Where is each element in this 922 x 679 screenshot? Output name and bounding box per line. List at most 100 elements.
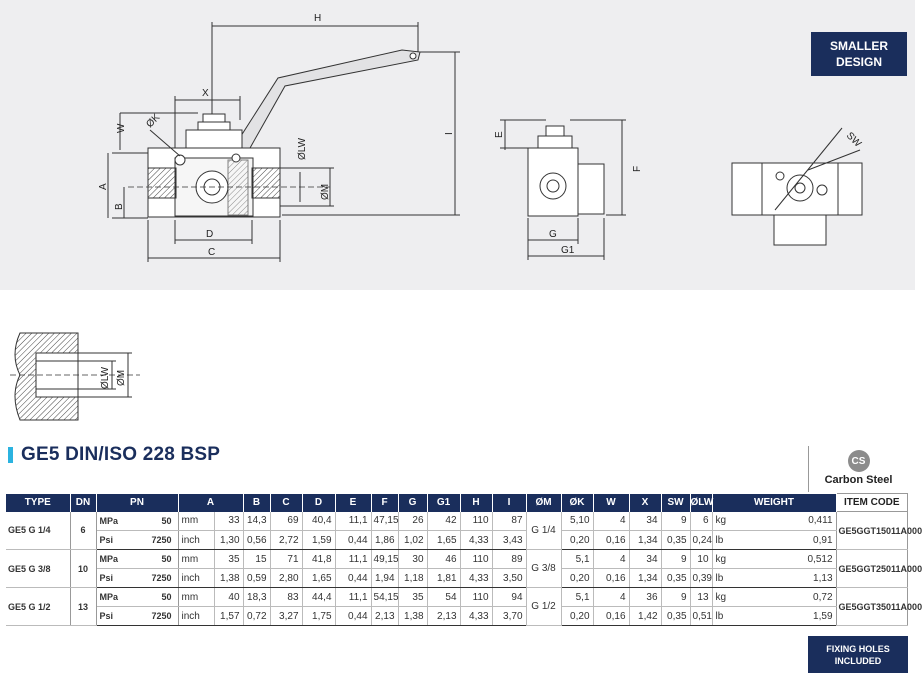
dimension-value-cell: 1,38 — [214, 568, 244, 588]
dimension-value-cell: 89 — [492, 549, 527, 569]
dimension-value-cell: 5,10 — [561, 511, 594, 531]
weight-unit-cell: lb — [712, 530, 742, 550]
thread-size-cell: G 1/2 — [526, 587, 562, 626]
dim-label-sw: SW — [844, 130, 864, 150]
dim-label-i: I — [444, 132, 455, 135]
dimension-value-cell: 4 — [593, 587, 630, 607]
thread-size-cell: G 1/4 — [526, 511, 562, 550]
dimension-value-cell: 3,70 — [492, 606, 527, 626]
dim-label-x: X — [202, 88, 209, 99]
dimension-value-cell: 46 — [427, 549, 461, 569]
dimension-value-cell: 35 — [214, 549, 244, 569]
header-k: ØK — [561, 493, 594, 512]
dimension-value-cell: 1,65 — [302, 568, 336, 588]
dim-label-k: ØK — [144, 112, 162, 130]
dimension-value-cell: 34 — [629, 549, 662, 569]
fixing-holes-badge: FIXING HOLES INCLUDED — [808, 636, 908, 673]
dimension-value-cell: 0,35 — [661, 530, 691, 550]
dim-label-g1: G1 — [561, 245, 575, 256]
pn-value-cell: 50 — [138, 587, 179, 607]
dimension-value-cell: 4 — [593, 511, 630, 531]
dimension-value-cell: 33 — [214, 511, 244, 531]
header-g1: G1 — [427, 493, 461, 512]
dimension-value-cell: 2,72 — [270, 530, 303, 550]
dimension-value-cell: 0,35 — [661, 568, 691, 588]
header-f: F — [371, 493, 399, 512]
dimension-value-cell: 42 — [427, 511, 461, 531]
dimension-value-cell: 1,02 — [398, 530, 428, 550]
item-code-cell: GE5GGT15011A000 — [835, 511, 922, 550]
header-b: B — [243, 493, 271, 512]
dimension-value-cell: 11,1 — [335, 511, 372, 531]
dimension-value-cell: 13 — [690, 587, 713, 607]
dimension-value-cell: 40,4 — [302, 511, 336, 531]
type-cell: GE5 G 1/2 — [6, 587, 71, 626]
weight-value-cell: 0,512 — [741, 549, 837, 569]
header-w: W — [593, 493, 630, 512]
carbon-steel-icon: CS — [847, 450, 870, 472]
dim-label-c: C — [208, 247, 215, 258]
dimension-value-cell: 0,44 — [335, 530, 372, 550]
dimension-value-cell: 4,33 — [460, 568, 493, 588]
dim-label-g: G — [549, 229, 557, 240]
weight-unit-cell: kg — [712, 511, 742, 531]
header-x: X — [629, 493, 662, 512]
dimension-value-cell: 41,8 — [302, 549, 336, 569]
dimension-value-cell: 15 — [243, 549, 271, 569]
dimension-value-cell: 69 — [270, 511, 303, 531]
header-i: I — [492, 493, 527, 512]
dimension-value-cell: 1,57 — [214, 606, 244, 626]
pn-unit-cell: Psi — [96, 530, 138, 550]
dimension-value-cell: 0,20 — [561, 606, 594, 626]
pn-unit-cell: Psi — [96, 606, 138, 626]
dimension-value-cell: 2,80 — [270, 568, 303, 588]
dimension-value-cell: 4,33 — [460, 606, 493, 626]
weight-unit-cell: kg — [712, 549, 742, 569]
dimension-value-cell: 10 — [690, 549, 713, 569]
dimension-value-cell: 1,34 — [629, 568, 662, 588]
dimension-value-cell: 4 — [593, 549, 630, 569]
header-pn: PN — [96, 493, 179, 512]
dimension-value-cell: 1,34 — [629, 530, 662, 550]
weight-value-cell: 1,59 — [741, 606, 837, 626]
pn-value-cell: 7250 — [138, 606, 179, 626]
dimension-value-cell: 0,35 — [661, 606, 691, 626]
dimension-unit-cell: mm — [178, 549, 215, 569]
dimension-unit-cell: mm — [178, 587, 215, 607]
dimension-value-cell: 71 — [270, 549, 303, 569]
dimension-value-cell: 110 — [460, 511, 493, 531]
weight-unit-cell: kg — [712, 587, 742, 607]
dimension-value-cell: 49,15 — [371, 549, 399, 569]
dimension-value-cell: 34 — [629, 511, 662, 531]
weight-value-cell: 0,91 — [741, 530, 837, 550]
pn-unit-cell: MPa — [96, 549, 138, 569]
dimension-value-cell: 14,3 — [243, 511, 271, 531]
dimension-value-cell: 30 — [398, 549, 428, 569]
dimension-value-cell: 1,65 — [427, 530, 461, 550]
dimension-value-cell: 54,15 — [371, 587, 399, 607]
dimension-value-cell: 83 — [270, 587, 303, 607]
header-e: E — [335, 493, 372, 512]
title-accent-bar — [8, 447, 13, 463]
dimension-value-cell: 9 — [661, 511, 691, 531]
header-weight: WEIGHT — [712, 493, 837, 512]
item-code-cell: GE5GGT25011A000 — [835, 549, 922, 588]
port-label-m: ØM — [116, 370, 127, 386]
dim-label-d: D — [206, 229, 213, 240]
dimension-value-cell: 1,18 — [398, 568, 428, 588]
dim-label-lw: ØLW — [297, 137, 308, 160]
dimension-value-cell: 0,16 — [593, 568, 630, 588]
header-h: H — [460, 493, 493, 512]
dimension-value-cell: 44,4 — [302, 587, 336, 607]
valve-drawing: H X W ØK A B D C ØLW ØM I E F G G1 SW — [98, 13, 864, 262]
dimension-value-cell: 1,42 — [629, 606, 662, 626]
dimension-value-cell: 0,44 — [335, 606, 372, 626]
type-cell: GE5 G 1/4 — [6, 511, 71, 550]
dimension-value-cell: 0,20 — [561, 530, 594, 550]
header-g: G — [398, 493, 428, 512]
